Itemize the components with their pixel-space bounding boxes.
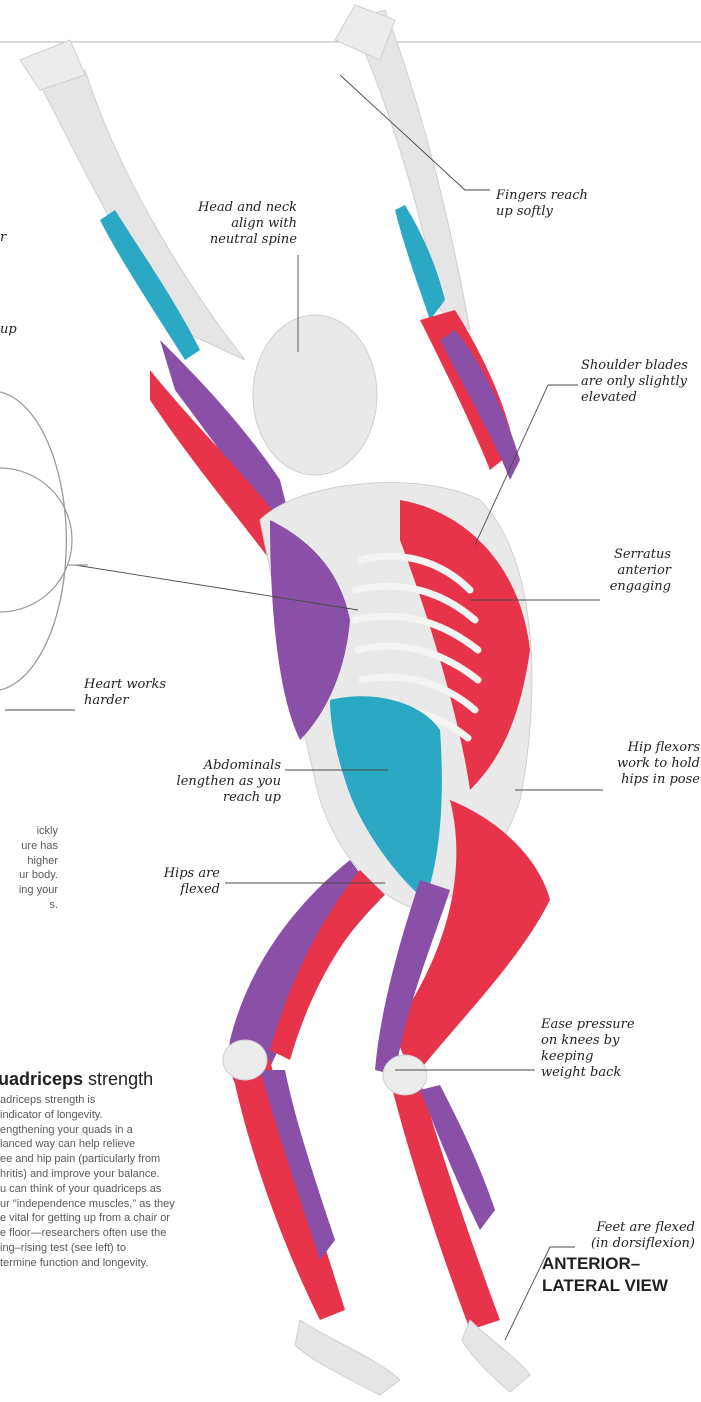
fragment-r: r <box>0 230 6 245</box>
callout-hips: Hips are flexed <box>140 866 220 898</box>
callout-hip-flexors: Hip flexors work to hold hips in pose <box>590 740 700 788</box>
fragment-up: up <box>0 322 17 337</box>
quadriceps-heading: uadriceps strength <box>0 1069 153 1090</box>
quadriceps-heading-bold: uadriceps <box>0 1069 83 1089</box>
callout-feet: Feet are flexed (in dorsiflexion) <box>560 1220 695 1252</box>
callout-heart: Heart works harder <box>84 677 166 709</box>
quadriceps-heading-rest: strength <box>83 1069 153 1089</box>
callout-head-neck: Head and neck align with neutral spine <box>165 200 297 248</box>
callout-serratus: Serratus anterior engaging <box>560 547 671 595</box>
magnifier-circle <box>0 468 72 612</box>
side-paragraph: ickly ure has higher ur body. ing your s… <box>0 824 58 913</box>
magnifier-circle-left <box>0 392 66 690</box>
view-label: ANTERIOR– LATERAL VIEW <box>542 1253 668 1297</box>
callout-fingers: Fingers reach up softly <box>496 188 588 220</box>
quadriceps-body: adriceps strength is indicator of longev… <box>0 1093 260 1271</box>
callout-knees: Ease pressure on knees by keeping weight… <box>541 1017 635 1081</box>
callout-shoulder-blades: Shoulder blades are only slightly elevat… <box>581 358 688 406</box>
callout-abdominals: Abdominals lengthen as you reach up <box>160 758 281 806</box>
